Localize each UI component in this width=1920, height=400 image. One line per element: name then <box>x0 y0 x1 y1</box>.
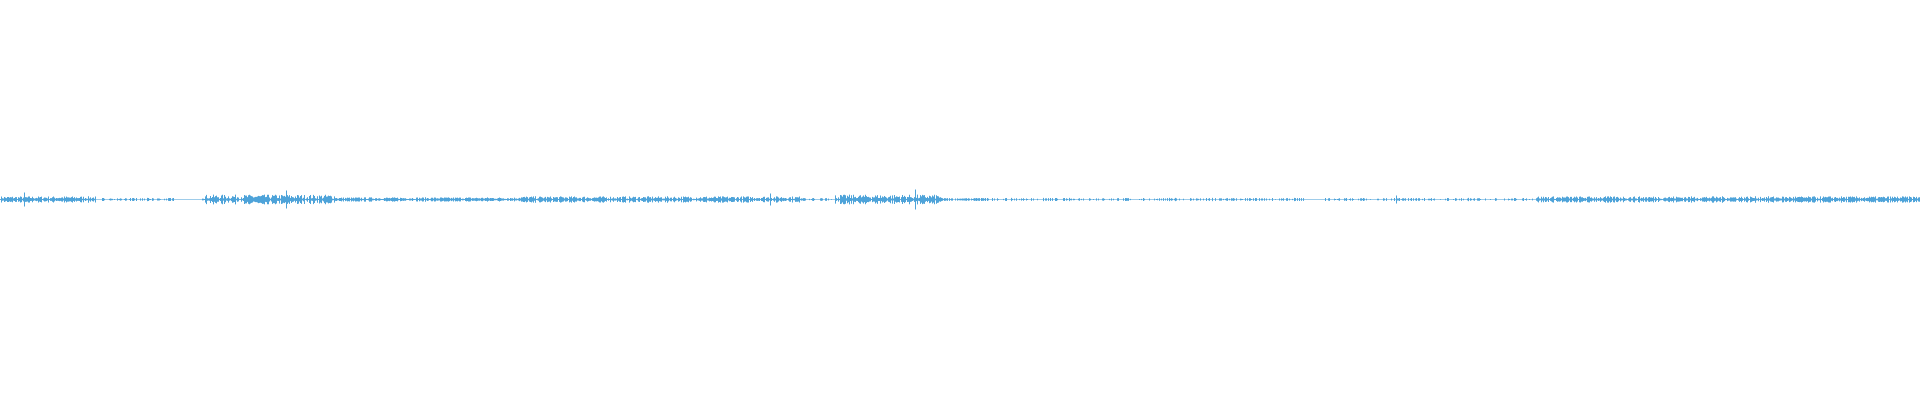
waveform-samples <box>0 189 1920 210</box>
